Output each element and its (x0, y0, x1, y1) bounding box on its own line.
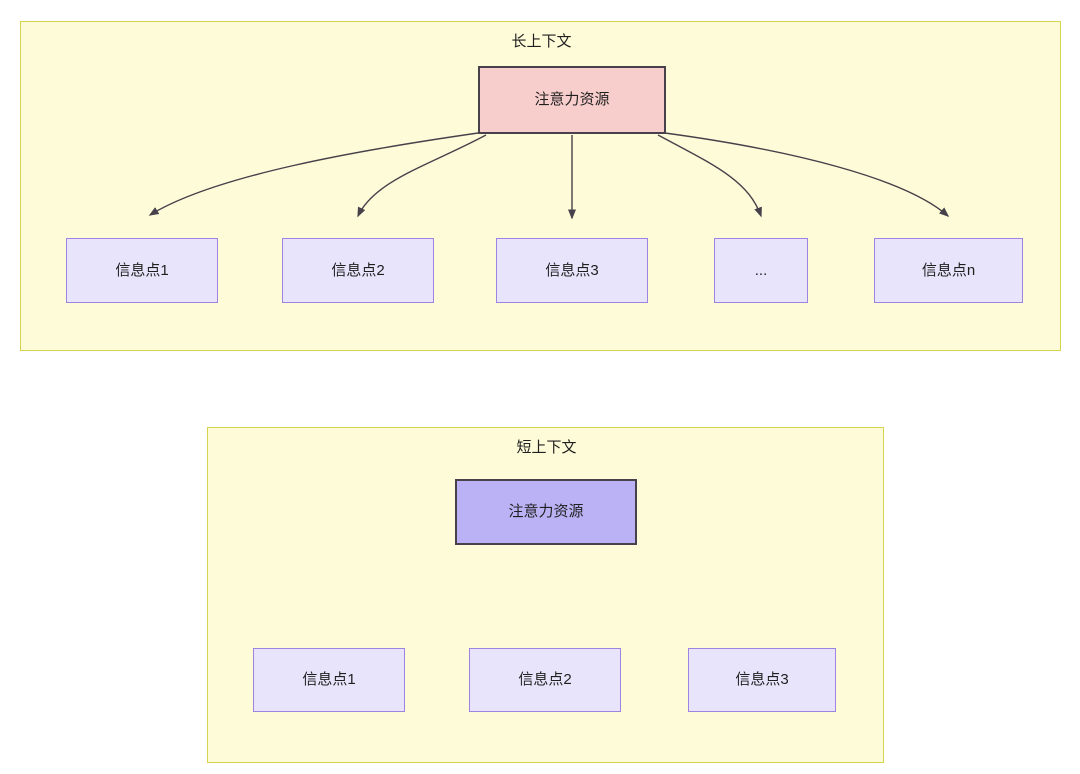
node-info-point-long-3[interactable]: 信息点3 (496, 238, 648, 303)
group-short-context[interactable]: 短上下文 (207, 427, 884, 763)
node-info-point-short-2[interactable]: 信息点2 (469, 648, 621, 712)
group-long-context-title: 长上下文 (511, 33, 572, 50)
node-info-point-long-2[interactable]: 信息点2 (282, 238, 434, 303)
node-info-point-long-1[interactable]: 信息点1 (66, 238, 218, 303)
node-info-point-short-1[interactable]: 信息点1 (253, 648, 405, 712)
node-attention-resource-long[interactable]: 注意力资源 (478, 66, 666, 134)
node-info-point-short-3[interactable]: 信息点3 (688, 648, 836, 712)
node-attention-resource-short[interactable]: 注意力资源 (455, 479, 637, 545)
group-short-context-title: 短上下文 (516, 439, 577, 456)
node-info-point-long-n[interactable]: 信息点n (874, 238, 1023, 303)
node-info-point-long-ellipsis[interactable]: ... (714, 238, 808, 303)
